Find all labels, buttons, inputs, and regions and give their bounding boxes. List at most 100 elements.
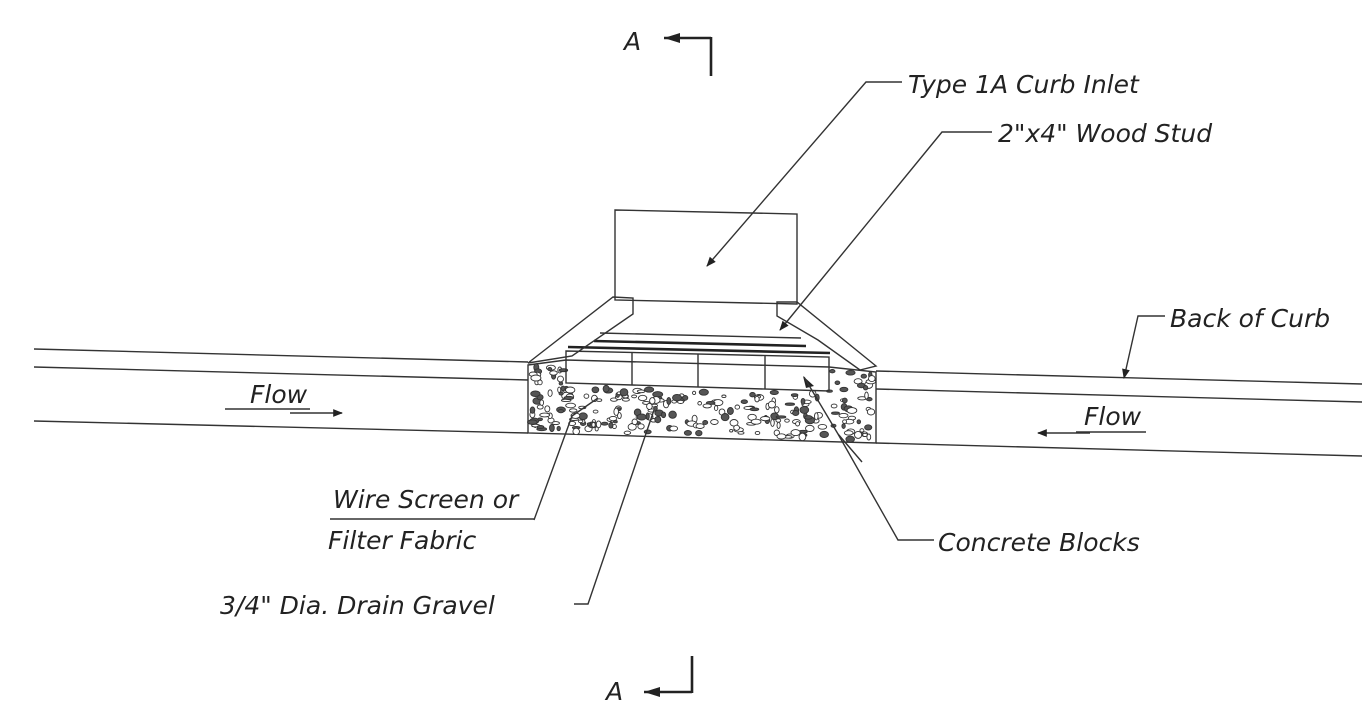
gravel-stone (817, 423, 828, 430)
curb-inlet (527, 209, 878, 371)
gravel-stone (556, 425, 561, 432)
gravel-stone (568, 408, 578, 413)
gravel-stone (637, 394, 648, 402)
gravel-stone (644, 386, 655, 393)
gravel-stone (784, 402, 796, 406)
gravel-stone (565, 386, 576, 394)
gravel-stone (866, 433, 872, 441)
leader-concrete-blocks (837, 433, 934, 541)
gravel-stone (749, 407, 760, 412)
gravel-stone (586, 422, 592, 426)
gravel-bed (527, 359, 877, 444)
gravel-stone (841, 397, 848, 404)
gravel-stones (527, 363, 877, 443)
gravel-stone (631, 394, 638, 399)
gravel-stone (831, 411, 840, 415)
curb-lines-left (33, 348, 529, 434)
gravel-stone (790, 429, 801, 437)
gravel-stone (591, 386, 600, 394)
gravel-stone (838, 412, 849, 419)
gravel-stone (737, 431, 745, 435)
gravel-stone (649, 397, 656, 405)
gravel-stone (557, 386, 562, 393)
gravel-stone (551, 421, 560, 426)
gravel-stone (750, 418, 762, 425)
gravel-stone (660, 411, 667, 419)
gravel-stone (591, 421, 596, 428)
gravel-stone (734, 404, 741, 410)
gravel-stone (547, 367, 553, 372)
gravel-stone (834, 380, 841, 385)
gravel-stone (682, 395, 689, 401)
gravel-stone (860, 373, 867, 379)
gravel-stone (646, 402, 653, 410)
leader-wood-stud (779, 131, 992, 331)
drain-gravel-label: 3/4" Dia. Drain Gravel (220, 591, 495, 620)
gravel-stone (549, 370, 558, 376)
gravel-stone (530, 390, 541, 397)
gravel-stone (557, 409, 564, 414)
gravel-stone (698, 388, 709, 396)
gravel-stone (539, 412, 551, 418)
section-mark-bottom: A (604, 656, 694, 706)
flow-right-group: Flow (1037, 402, 1146, 437)
gravel-stone (577, 419, 584, 424)
gravel-stone (854, 430, 863, 439)
gravel-stone (702, 420, 709, 425)
gravel-stone (539, 399, 545, 406)
gravel-stone (830, 403, 838, 409)
flow-left-label: Flow (250, 380, 308, 409)
gravel-stone (613, 407, 619, 416)
flow-left-group: Flow (225, 380, 343, 417)
gravel-stone (726, 407, 734, 415)
gravel-stone (669, 425, 679, 432)
gravel-stone (733, 424, 740, 431)
gravel-stone (760, 416, 771, 422)
gravel-stone (843, 430, 854, 436)
gravel-stone (558, 391, 564, 396)
gravel-stone (819, 430, 829, 438)
gravel-stone (549, 423, 555, 432)
gravel-stone (866, 408, 876, 416)
leaders (533, 81, 1165, 605)
gravel-stone (769, 390, 779, 395)
gravel-stone (666, 396, 672, 405)
wood-studs (567, 332, 831, 355)
gravel-stone (583, 393, 590, 399)
gravel-stone (862, 385, 869, 391)
leader-drain-gravel (574, 409, 655, 605)
gravel-stone (702, 403, 712, 409)
gravel-stone (565, 402, 576, 409)
gravel-stone (859, 428, 865, 433)
gravel-stone (600, 421, 609, 426)
section-mark-bottom-arrowhead (644, 687, 660, 697)
gravel-stone (800, 397, 806, 405)
gravel-stone (729, 428, 734, 433)
gravel-stone (636, 413, 647, 421)
gravel-stone (814, 393, 820, 402)
gravel-stone (774, 406, 780, 414)
gravel-stone (608, 415, 618, 422)
gravel-stone (536, 424, 545, 430)
leader-back-of-curb (1122, 315, 1165, 379)
gravel-stone (602, 384, 610, 393)
gravel-stone (721, 394, 727, 399)
gravel-stone (637, 423, 645, 430)
gravel-stone (697, 401, 703, 406)
gravel-stone (654, 415, 662, 424)
gravel-stone (560, 385, 566, 392)
gravel-stone (636, 389, 646, 394)
gravel-stone (776, 421, 781, 429)
gravel-stone (608, 422, 614, 429)
section-mark-top-label: A (622, 27, 641, 56)
gravel-stone (527, 419, 538, 425)
gravel-stone (795, 421, 801, 427)
gravel-stone (829, 369, 836, 374)
gravel-stone (754, 430, 761, 436)
curb-inlet-label: Type 1A Curb Inlet (908, 70, 1140, 99)
gravel-stone (695, 429, 703, 437)
gravel-stone (544, 405, 551, 413)
concrete-blocks (565, 350, 830, 392)
gravel-stone (868, 375, 876, 383)
